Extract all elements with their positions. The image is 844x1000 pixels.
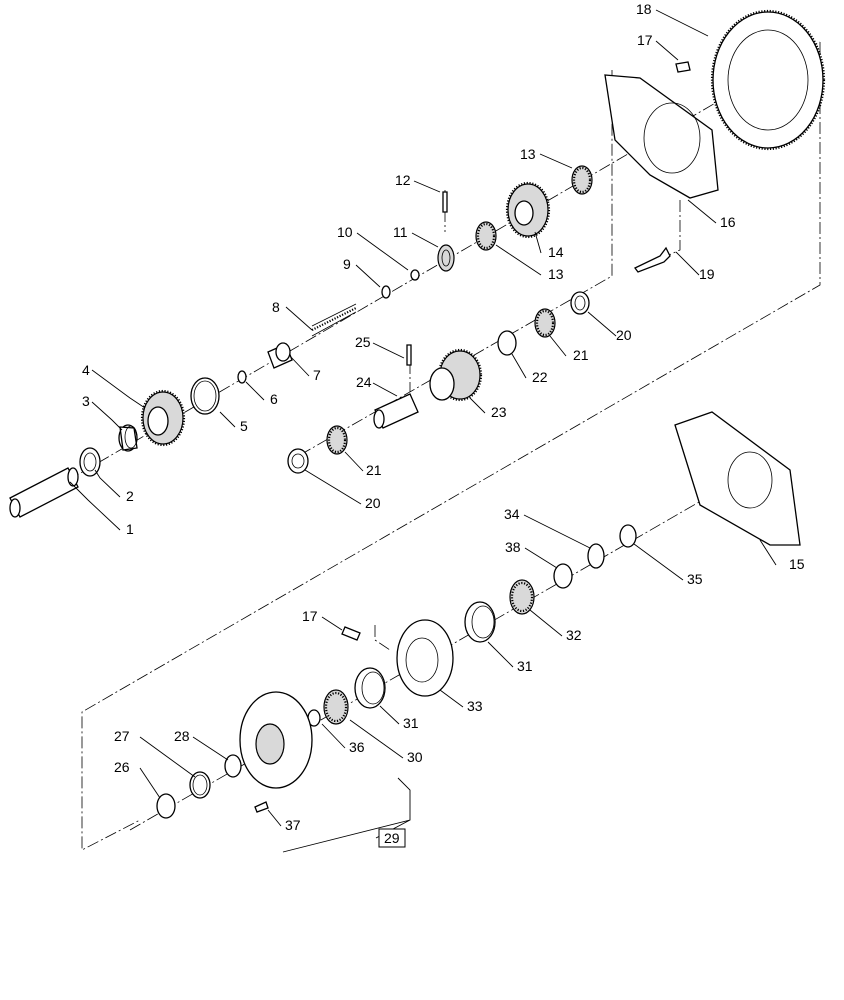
callout-17-upper: 17 <box>637 32 653 48</box>
ring-gear-part-18 <box>710 9 826 151</box>
callout-14: 14 <box>548 244 564 260</box>
ring-part-35 <box>619 524 637 548</box>
callout-3: 3 <box>82 393 90 409</box>
bearing-part-32 <box>509 579 535 615</box>
callout-22: 22 <box>532 369 548 385</box>
callout-20-upper: 20 <box>616 327 632 343</box>
callout-13-upper: 13 <box>520 146 536 162</box>
washer-part-9 <box>381 285 391 299</box>
callout-25: 25 <box>355 334 371 350</box>
collar-part-26 <box>156 793 176 819</box>
callout-31-lower: 31 <box>403 715 419 731</box>
callout-34: 34 <box>504 506 520 522</box>
bearing-part-13-lower <box>475 221 497 251</box>
pin-part-37 <box>254 801 269 813</box>
callout-31-upper: 31 <box>517 658 533 674</box>
cover-part-16 <box>604 74 719 199</box>
callout-30: 30 <box>407 749 423 765</box>
washer-part-20-upper <box>570 291 590 315</box>
callout-12: 12 <box>395 172 411 188</box>
callout-18: 18 <box>636 1 652 17</box>
callout-20-lower: 20 <box>365 495 381 511</box>
callout-35: 35 <box>687 571 703 587</box>
bushing-part-22 <box>497 330 517 356</box>
bearing-part-21-upper <box>534 308 556 338</box>
ring-part-27 <box>189 771 211 799</box>
callout-9: 9 <box>343 256 351 272</box>
callout-19: 19 <box>699 266 715 282</box>
spring-part-8 <box>311 303 357 337</box>
callout-10: 10 <box>337 224 353 240</box>
callout-36: 36 <box>349 739 365 755</box>
gear-part-23 <box>429 348 483 402</box>
bolt-part-17-lower <box>341 626 361 641</box>
callout-38: 38 <box>505 539 521 555</box>
gear-part-4 <box>140 389 186 447</box>
callout-21-upper: 21 <box>573 347 589 363</box>
clip-part-6 <box>237 370 247 384</box>
callout-16: 16 <box>720 214 736 230</box>
callout-28: 28 <box>174 728 190 744</box>
callout-1: 1 <box>126 521 134 537</box>
callout-24: 24 <box>356 374 372 390</box>
ball-part-10 <box>410 269 420 281</box>
callout-6: 6 <box>270 391 278 407</box>
assembly-reference-box: 29 <box>378 828 406 848</box>
callout-13-lower: 13 <box>548 266 564 282</box>
callout-15: 15 <box>789 556 805 572</box>
callout-2: 2 <box>126 488 134 504</box>
ring-part-38 <box>553 563 573 589</box>
callout-21-lower: 21 <box>366 462 382 478</box>
sleeve-part-7 <box>267 342 293 369</box>
ring-part-28 <box>224 754 242 778</box>
callout-17-lower: 17 <box>302 608 318 624</box>
housing-part-33 <box>396 619 454 697</box>
callout-33: 33 <box>467 698 483 714</box>
cup-part-31-lower <box>354 667 386 709</box>
callout-4: 4 <box>82 362 90 378</box>
callout-26: 26 <box>114 759 130 775</box>
shaft-part-1 <box>9 467 79 518</box>
cup-part-31-upper <box>464 601 496 643</box>
ring-part-34 <box>587 543 605 569</box>
snap-ring-part-5 <box>190 377 220 415</box>
callout-23: 23 <box>491 404 507 420</box>
bolt-part-17-upper <box>675 61 691 73</box>
leader-lines <box>69 9 777 853</box>
bearing-part-11 <box>437 244 455 272</box>
bearing-part-21-lower <box>326 425 348 455</box>
callout-37: 37 <box>285 817 301 833</box>
bearing-part-30 <box>323 689 349 725</box>
callout-32: 32 <box>566 627 582 643</box>
callout-11: 11 <box>393 224 408 240</box>
pin-part-25 <box>406 344 412 366</box>
gear-part-14 <box>505 181 551 239</box>
bearing-part-13-upper <box>571 165 593 195</box>
callout-labels: 1 2 3 4 5 6 7 8 9 10 11 12 13 13 14 15 1… <box>82 1 805 833</box>
clip-part-19 <box>634 246 671 273</box>
callout-5: 5 <box>240 418 248 434</box>
hub-assembly-29 <box>239 691 313 789</box>
callout-7: 7 <box>313 367 321 383</box>
shield-part-15 <box>674 411 801 546</box>
assembly-reference-label: 29 <box>384 830 400 846</box>
pin-part-12 <box>442 191 448 213</box>
bushing-part-3 <box>118 424 138 452</box>
callout-27: 27 <box>114 728 130 744</box>
washer-part-20-lower <box>287 448 309 474</box>
callout-8: 8 <box>272 299 280 315</box>
ring-part-2 <box>79 447 101 477</box>
shaft-part-24 <box>373 393 419 429</box>
